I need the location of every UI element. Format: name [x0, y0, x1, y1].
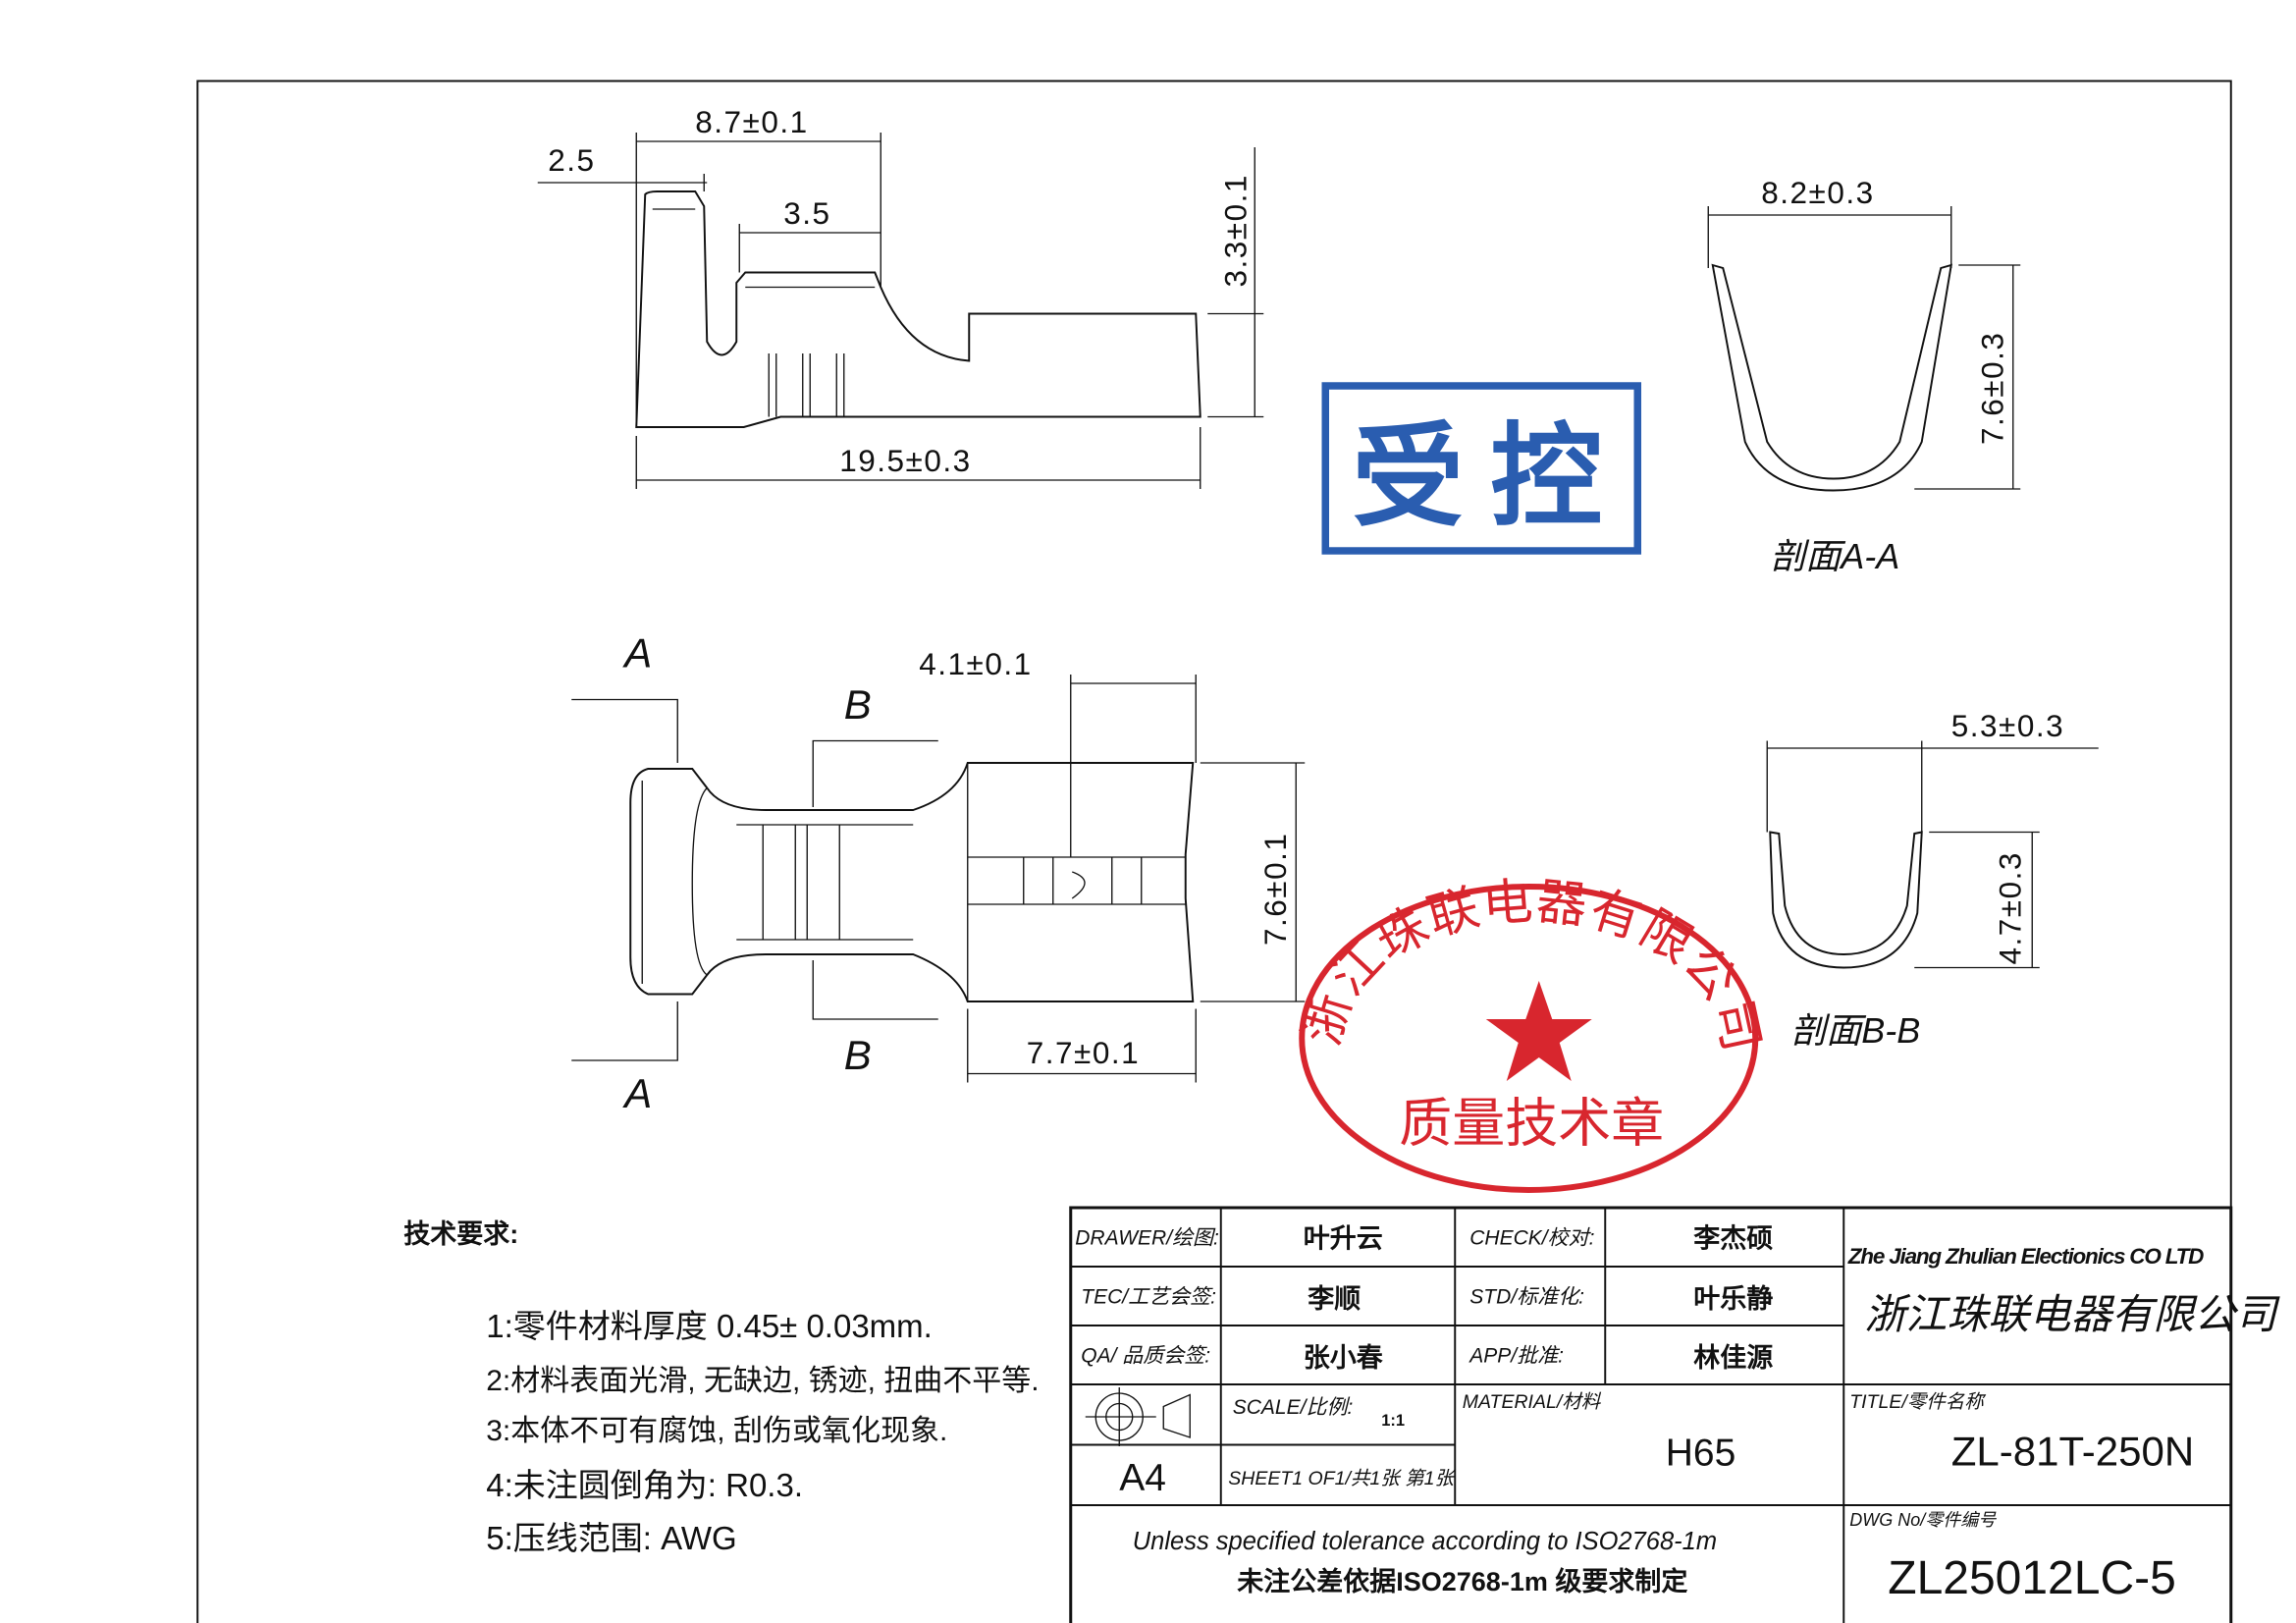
scale-label: SCALE/比例:	[1233, 1396, 1354, 1419]
dim-3-3: 3.3±0.1	[1217, 174, 1253, 287]
dim-8-7: 8.7±0.1	[695, 104, 808, 139]
section-marker-a-top: A	[621, 630, 654, 676]
tech-req-item: 3:本体不可有腐蚀, 刮伤或氧化现象.	[486, 1415, 947, 1447]
drawer-name: 叶升云	[1304, 1224, 1383, 1254]
section-aa-label: 剖面A-A	[1770, 536, 1899, 576]
sheet-info: SHEET1 OF1/共1张 第1张	[1228, 1468, 1456, 1489]
dwg-number: ZL25012LC-5	[1888, 1552, 2176, 1604]
tec-name: 李顺	[1307, 1284, 1361, 1314]
tec-label: TEC/工艺会签:	[1081, 1286, 1216, 1309]
title-block: DRAWER/绘图: 叶升云 CHECK/校对: 李杰硕 TEC/工艺会签: 李…	[1069, 1206, 2280, 1623]
company-name-en: Zhe Jiang Zhulian Electionics CO LTD	[1847, 1244, 2204, 1269]
dim-bb-width: 5.3±0.3	[1951, 708, 2064, 743]
paper-size: A4	[1119, 1457, 1166, 1499]
title-label: TITLE/零件名称	[1849, 1391, 1987, 1413]
app-label: APP/批准:	[1468, 1345, 1564, 1368]
tech-req-item: 5:压线范围: AWG	[486, 1520, 736, 1556]
quality-seal: 浙江珠联电器有限公司 质量技术章	[1293, 873, 1769, 1193]
dwg-label: DWG No/零件编号	[1849, 1510, 1997, 1530]
dim-7-6: 7.6±0.1	[1257, 833, 1293, 946]
section-bb-label: 剖面B-B	[1790, 1010, 1920, 1051]
section-marker-b-top: B	[844, 681, 874, 728]
qa-name: 张小春	[1304, 1343, 1384, 1373]
tech-req-item: 2:材料表面光滑, 无缺边, 锈迹, 扭曲不平等.	[486, 1365, 1039, 1397]
tolerance-note-cn: 未注公差依据ISO2768-1m 级要求制定	[1237, 1566, 1687, 1596]
tech-req-item: 4:未注圆倒角为: R0.3.	[486, 1467, 803, 1503]
section-marker-b-bottom: B	[844, 1032, 874, 1078]
projection-symbol-icon	[1085, 1387, 1191, 1446]
part-title: ZL-81T-250N	[1951, 1429, 2194, 1475]
drawing-border	[196, 80, 2232, 1623]
scale-value: 1:1	[1381, 1412, 1405, 1430]
drawer-label: DRAWER/绘图:	[1075, 1227, 1219, 1250]
section-marker-a-bottom: A	[621, 1070, 654, 1116]
dim-bb-height: 4.7±0.3	[1992, 851, 2027, 964]
section-b-b: 5.3±0.3 4.7±0.3 剖面B-B	[1766, 708, 2099, 1051]
tolerance-note-en: Unless specified tolerance according to …	[1133, 1528, 1717, 1555]
section-a-a: 8.2±0.3 7.6±0.3 剖面A-A	[1707, 175, 2021, 576]
dim-aa-height: 7.6±0.3	[1974, 332, 2009, 445]
seal-label: 质量技术章	[1399, 1095, 1664, 1154]
tech-req-heading: 技术要求:	[403, 1219, 518, 1249]
top-view: 2.5 8.7±0.1 3.5 3.3±0.1 19.5±0.3	[537, 104, 1264, 489]
material-value: H65	[1666, 1433, 1736, 1475]
dim-2-5: 2.5	[548, 142, 595, 178]
material-label: MATERIAL/材料	[1463, 1391, 1602, 1413]
qa-label: QA/ 品质会签:	[1081, 1345, 1210, 1368]
dim-aa-width: 8.2±0.3	[1761, 175, 1874, 210]
app-name: 林佳源	[1693, 1343, 1773, 1373]
check-label: CHECK/校对:	[1469, 1227, 1594, 1250]
bottom-view: A A B B 4.1±0.1 7.6±0.1 7.7±0.1	[571, 630, 1306, 1116]
dim-4-1: 4.1±0.1	[919, 646, 1032, 681]
company-name-cn: 浙江珠联电器有限公司	[1864, 1291, 2280, 1337]
tech-requirements: 技术要求: 1:零件材料厚度 0.45± 0.03mm. 2:材料表面光滑, 无…	[403, 1219, 1039, 1556]
star-icon	[1485, 981, 1592, 1081]
std-name: 叶乐静	[1693, 1284, 1773, 1314]
check-name: 李杰硕	[1692, 1224, 1773, 1254]
dim-3-5: 3.5	[783, 195, 830, 231]
dim-7-7: 7.7±0.1	[1027, 1035, 1140, 1070]
std-label: STD/标准化:	[1469, 1286, 1584, 1309]
controlled-stamp-text: 受控	[1352, 415, 1629, 540]
controlled-stamp: 受控	[1321, 382, 1641, 555]
tech-req-item: 1:零件材料厚度 0.45± 0.03mm.	[486, 1308, 933, 1344]
dim-19-5: 19.5±0.3	[839, 443, 971, 478]
